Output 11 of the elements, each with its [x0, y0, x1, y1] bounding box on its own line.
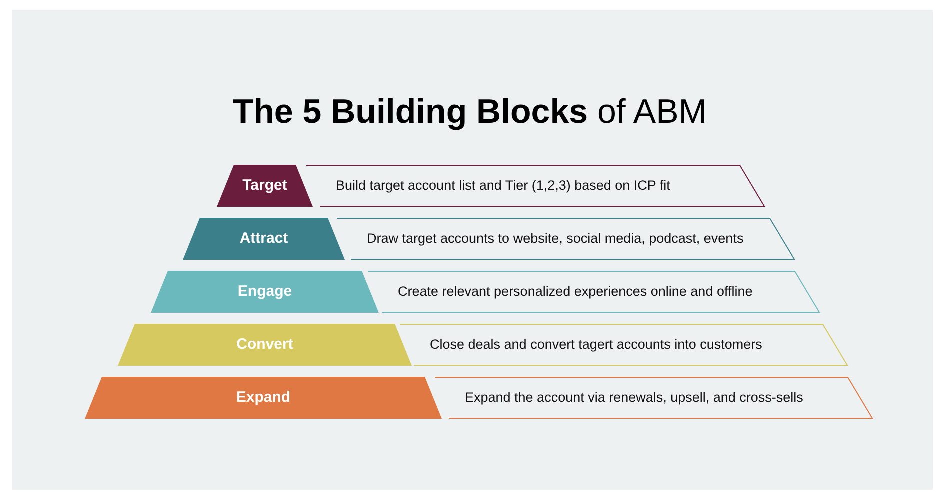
description-band: Close deals and convert tagert accounts into customers	[400, 324, 848, 366]
pyramid-tier: Expand	[85, 377, 442, 419]
pyramid-tier: Engage	[151, 271, 379, 313]
description-band: Expand the account via renewals, upsell, and cross-sells	[435, 377, 873, 419]
pyramid-tier: Attract	[183, 218, 345, 260]
description-band: Draw target accounts to website, social media, podcast, events	[337, 218, 795, 260]
pyramid-tier: Target	[217, 165, 313, 207]
title: The 5 Building Blocks of ABM	[232, 92, 708, 133]
pyramid-tier: Convert	[118, 324, 412, 366]
description-band: Build target account list and Tier (1,2,3) based on ICP fit	[306, 165, 765, 207]
description-band: Create relevant personalized experiences online and offline	[368, 271, 820, 313]
